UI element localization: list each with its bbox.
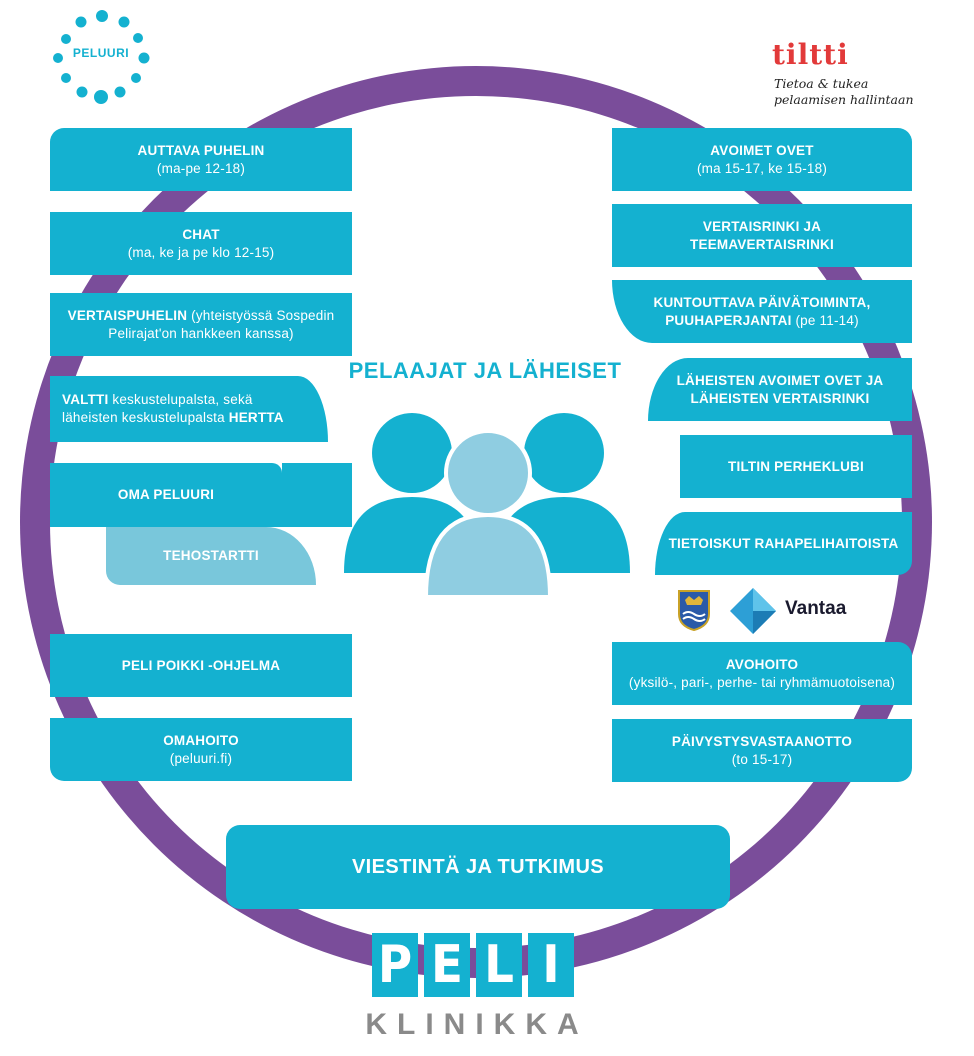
service-title: TIETOISKUT RAHAPELIHAITOISTA (668, 535, 899, 551)
service-title: VERTAISRINKI JA (702, 218, 822, 234)
service-title: PÄIVYSTYSVASTAANOTTO (671, 733, 853, 749)
service-title: LÄHEISTEN AVOIMET OVET JA (676, 372, 884, 388)
service-title: KUNTOUTTAVA PÄIVÄTOIMINTA, (653, 294, 871, 310)
service-tiltin-perheklubi: TILTIN PERHEKLUBI (680, 435, 912, 498)
service-title-line2: PUUHAPERJANTAI (665, 312, 792, 328)
service-oma-peluuri: OMA PELUURI (50, 463, 282, 527)
service-detail-inline: (yhteistyössä Sospedin (187, 307, 335, 323)
service-chat: CHAT (ma, ke ja pe klo 12-15) (50, 212, 352, 275)
service-title-line2: LÄHEISTEN VERTAISRINKI (690, 390, 870, 406)
service-kuntouttava-paivatoiminta: KUNTOUTTAVA PÄIVÄTOIMINTA, PUUHAPERJANTA… (612, 280, 912, 343)
peli-letter: E (424, 933, 470, 997)
tiltti-tagline-line2: pelaamisen hallintaan (774, 92, 914, 107)
service-title: TILTIN PERHEKLUBI (728, 458, 864, 474)
service-title: AVOHOITO (725, 656, 799, 672)
service-omahoito: OMAHOITO (peluuri.fi) (50, 718, 352, 781)
service-title: AUTTAVA PUHELIN (137, 142, 265, 158)
vantaa-logo-text: Vantaa (785, 598, 847, 619)
service-title-secondary: HERTTA (228, 410, 284, 425)
service-avoimet-ovet: AVOIMET OVET (ma 15-17, ke 15-18) (612, 128, 912, 191)
service-auttava-puhelin: AUTTAVA PUHELIN (ma-pe 12-18) (50, 128, 352, 191)
peli-letter: I (528, 933, 574, 997)
peliklinikka-logo: P E L I (372, 933, 574, 997)
service-detail: (ma 15-17, ke 15-18) (696, 160, 828, 176)
service-title: OMA PELUURI (117, 487, 215, 502)
service-valtti-hertta: VALTTI keskustelupalsta, sekä läheisten … (50, 376, 328, 442)
service-title: AVOIMET OVET (710, 142, 814, 158)
peli-letter: L (476, 933, 522, 997)
viestinta-tutkimus-box: VIESTINTÄ JA TUTKIMUS (226, 825, 730, 909)
service-avohoito: AVOHOITO (yksilö-, pari-, perhe- tai ryh… (612, 642, 912, 705)
service-title-line2: TEEMAVERTAISRINKI (690, 236, 834, 252)
vantaa-logo-icon (730, 588, 776, 634)
service-detail: (yksilö-, pari-, perhe- tai ryhmämuotois… (628, 674, 896, 690)
people-group-icon (344, 413, 630, 599)
service-detail: (to 15-17) (731, 751, 793, 767)
service-title: VALTTI (62, 392, 109, 407)
service-vertaisrinki: VERTAISRINKI JA TEEMAVERTAISRINKI (612, 204, 912, 267)
service-detail: läheisten keskustelupalsta (62, 410, 229, 425)
service-peli-poikki: PELI POIKKI -OHJELMA (50, 634, 352, 697)
service-title: TEHOSTARTTI (163, 548, 259, 563)
viestinta-tutkimus-label: VIESTINTÄ JA TUTKIMUS (351, 855, 605, 878)
service-title: CHAT (182, 226, 220, 242)
service-title: VERTAISPUHELIN (67, 307, 188, 323)
klinikka-wordmark: KLINIKKA (365, 1008, 589, 1041)
service-detail: (ma-pe 12-18) (156, 160, 246, 176)
tiltti-tagline-line1: Tietoa & tukea (774, 76, 869, 91)
helsinki-crest-icon (678, 590, 710, 632)
peluuri-logo (53, 10, 150, 104)
service-vertaispuhelin: VERTAISPUHELIN (yhteistyössä Sospedin Pe… (50, 293, 352, 356)
peluuri-logo-text: PELUURI (72, 46, 130, 60)
service-tietoiskut: TIETOISKUT RAHAPELIHAITOISTA (655, 512, 912, 575)
service-laheisten-avoimet-ovet: LÄHEISTEN AVOIMET OVET JA LÄHEISTEN VERT… (648, 358, 912, 421)
service-detail-inline: (pe 11-14) (791, 312, 859, 328)
tiltti-logo: tiltti (772, 38, 849, 71)
service-detail: (ma, ke ja pe klo 12-15) (127, 244, 275, 260)
service-paivystysvastaanotto: PÄIVYSTYSVASTAANOTTO (to 15-17) (612, 719, 912, 782)
service-title: PELI POIKKI -OHJELMA (121, 657, 281, 673)
service-detail-inline: keskustelupalsta, sekä (108, 392, 253, 407)
center-title: PELAAJAT JA LÄHEISET (348, 358, 622, 383)
service-tehostartti: TEHOSTARTTI (106, 527, 316, 585)
tiltti-tagline: Tietoa & tukea pelaamisen hallintaan (774, 76, 924, 108)
service-title: OMAHOITO (163, 732, 239, 748)
peli-letter: P (372, 933, 418, 997)
service-detail: (peluuri.fi) (169, 750, 233, 766)
service-detail: Pelirajat'on hankkeen kanssa) (108, 325, 294, 341)
oma-peluuri-extension (282, 463, 352, 527)
